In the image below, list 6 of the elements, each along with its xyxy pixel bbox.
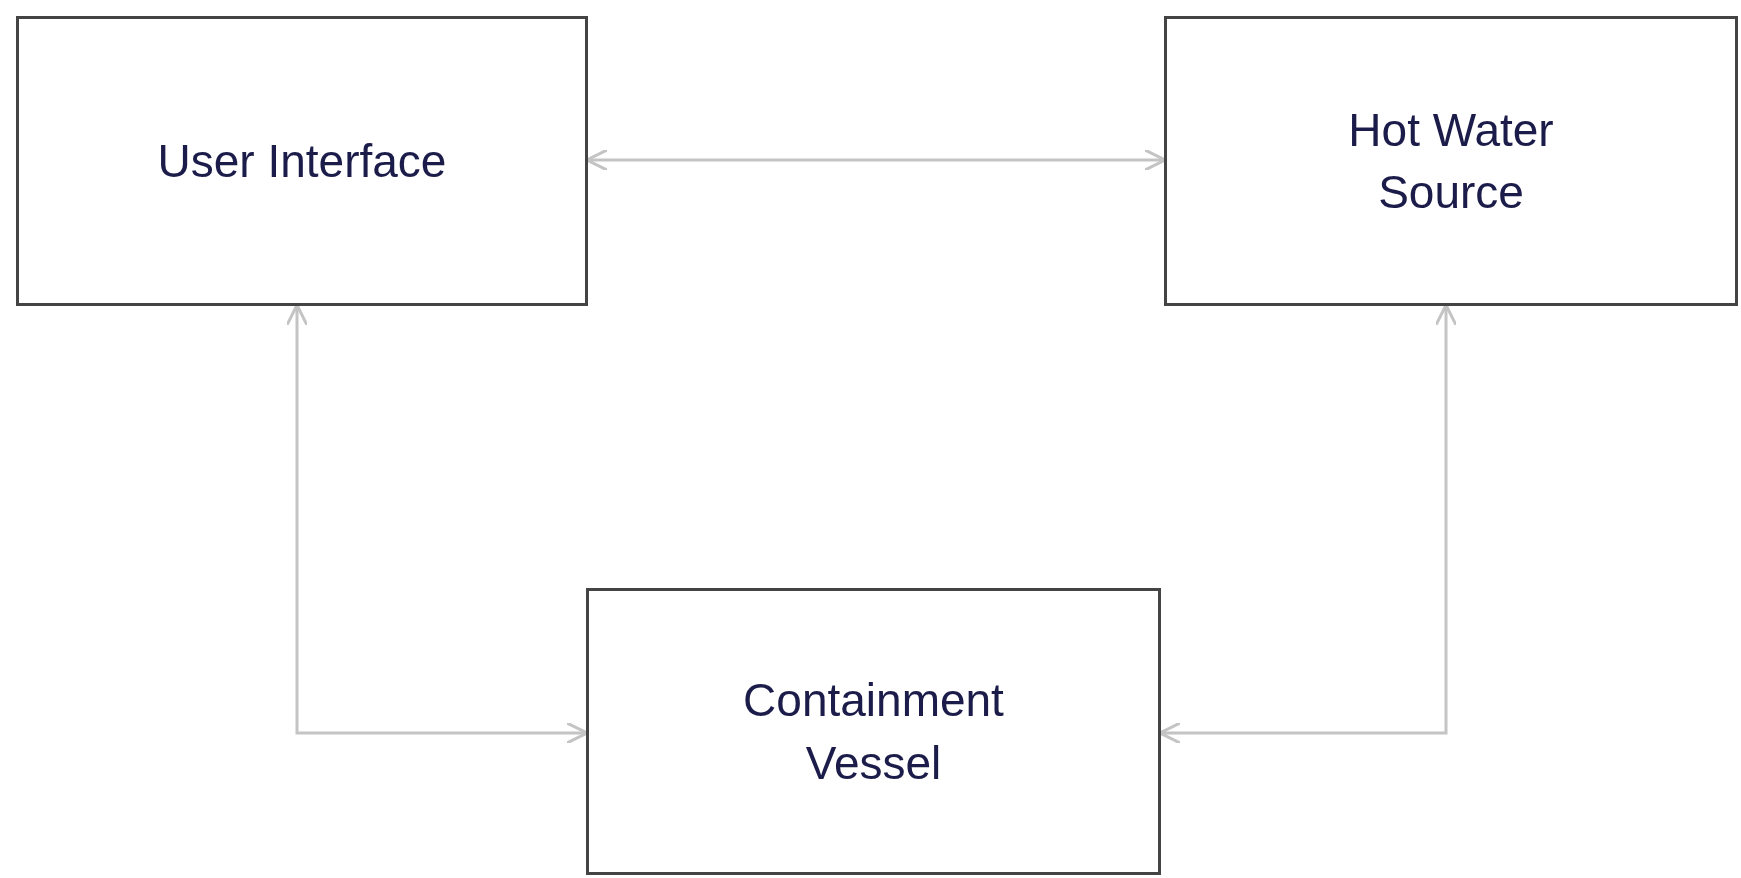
process-box xyxy=(16,16,588,306)
box-label: Containment Vessel xyxy=(742,673,1005,791)
box-label: User Interface xyxy=(156,133,448,189)
box-label: Hot Water Source xyxy=(1347,102,1555,220)
process-box xyxy=(586,588,1161,875)
process-box xyxy=(1164,16,1738,306)
